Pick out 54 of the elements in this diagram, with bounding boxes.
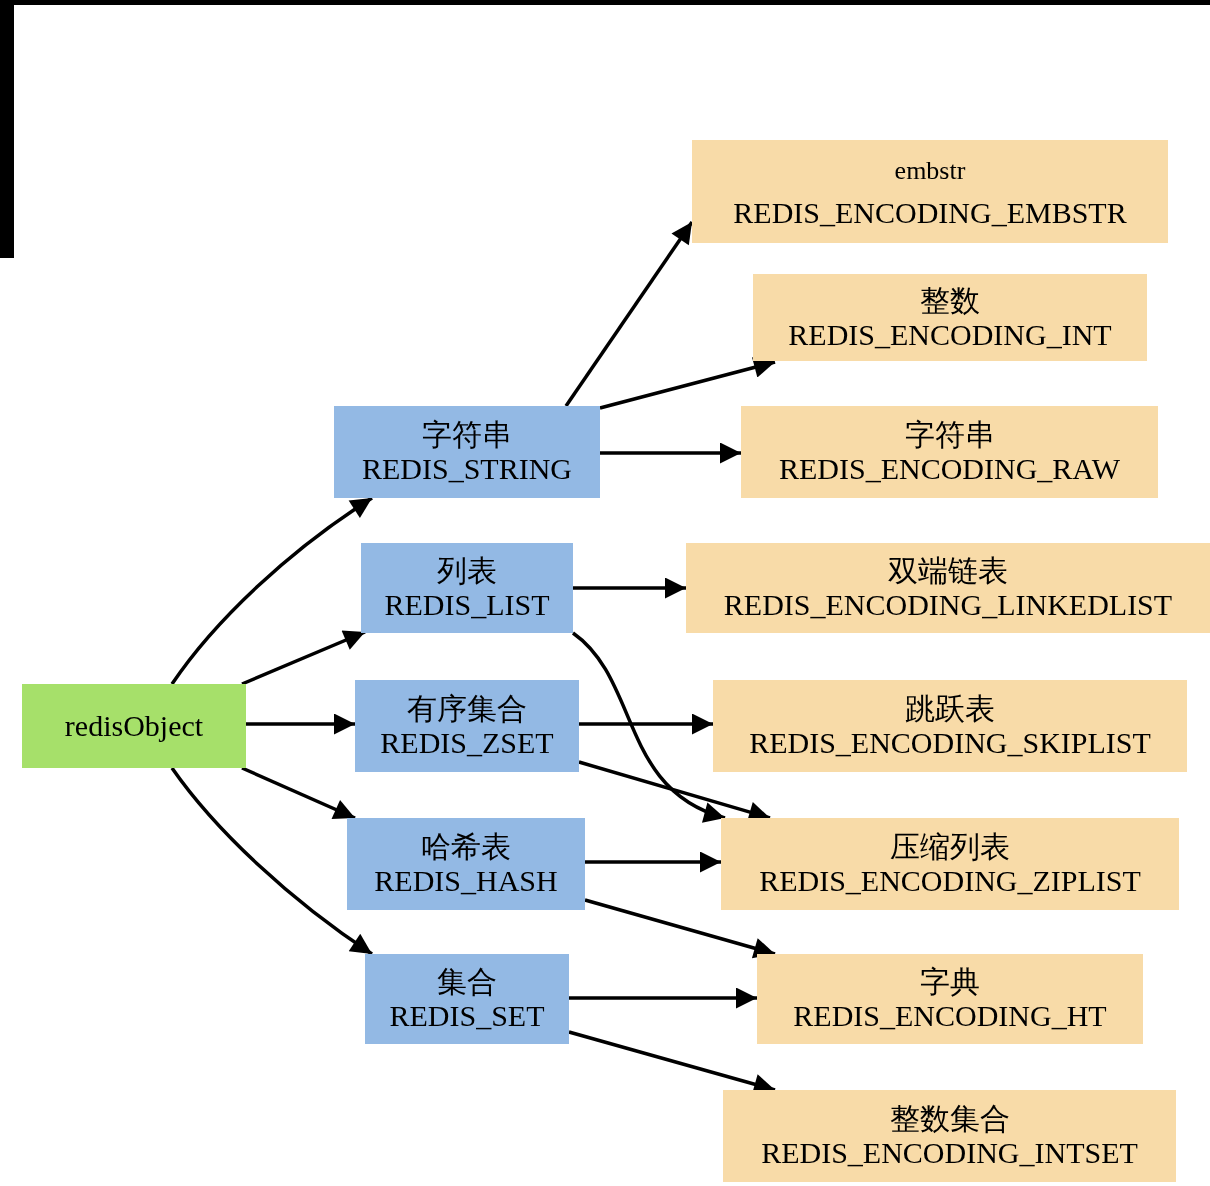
code-label: REDIS_STRING bbox=[362, 452, 572, 486]
arrow bbox=[584, 898, 776, 959]
encoding-box bbox=[753, 274, 1147, 361]
box-heading: 字符串 bbox=[904, 418, 995, 452]
type-box bbox=[355, 680, 579, 772]
arrow bbox=[600, 442, 741, 464]
box-heading: 字符串 bbox=[422, 418, 512, 452]
code-label: REDIS_HASH bbox=[374, 864, 558, 898]
encoding-box bbox=[723, 1090, 1176, 1182]
code-label: REDIS_ENCODING_SKIPLIST bbox=[749, 726, 1151, 760]
encoding-box bbox=[741, 406, 1158, 498]
type-box bbox=[361, 543, 573, 633]
arrow bbox=[569, 987, 757, 1009]
type-box bbox=[334, 406, 600, 498]
box-heading: 有序集合 bbox=[407, 692, 527, 726]
box-heading: 整数 bbox=[920, 283, 980, 318]
code-label: REDIS_ENCODING_RAW bbox=[779, 452, 1120, 486]
arrow bbox=[585, 851, 721, 873]
encoding-box bbox=[757, 954, 1143, 1044]
type-box bbox=[347, 818, 585, 910]
box-heading: 集合 bbox=[437, 965, 497, 999]
box-heading: embstr bbox=[894, 154, 966, 187]
arrow bbox=[573, 577, 686, 599]
encoding-box bbox=[721, 818, 1179, 910]
code-label: REDIS_LIST bbox=[384, 588, 550, 622]
code-label: redisObject bbox=[64, 709, 204, 743]
encoding-box bbox=[692, 140, 1168, 243]
arrow bbox=[571, 631, 726, 821]
box-heading: 字典 bbox=[920, 965, 980, 999]
code-label: REDIS_ENCODING_EMBSTR bbox=[733, 195, 1127, 230]
arrow bbox=[579, 713, 713, 735]
box-heading: 哈希表 bbox=[421, 830, 511, 864]
arrow bbox=[241, 766, 356, 820]
box-heading: 整数集合 bbox=[889, 1102, 1010, 1136]
code-label: REDIS_ENCODING_INTSET bbox=[761, 1136, 1138, 1170]
arrow bbox=[170, 766, 373, 956]
code-label: REDIS_ENCODING_INT bbox=[788, 317, 1112, 352]
arrow bbox=[170, 496, 373, 685]
arrow bbox=[564, 221, 694, 407]
code-label: REDIS_SET bbox=[389, 999, 545, 1033]
box-heading: 列表 bbox=[437, 554, 497, 588]
code-label: REDIS_ENCODING_ZIPLIST bbox=[759, 864, 1141, 898]
encoding-box bbox=[713, 680, 1187, 772]
box-heading: 跳跃表 bbox=[905, 692, 995, 726]
code-label: REDIS_ZSET bbox=[380, 726, 554, 760]
arrow bbox=[246, 713, 355, 735]
type-box bbox=[365, 954, 569, 1044]
box-heading: 双端链表 bbox=[888, 554, 1008, 588]
encoding-box bbox=[686, 543, 1210, 633]
object-box bbox=[22, 684, 246, 768]
code-label: REDIS_ENCODING_HT bbox=[793, 999, 1107, 1033]
arrow bbox=[241, 630, 366, 686]
box-heading: 压缩列表 bbox=[890, 830, 1010, 864]
code-label: REDIS_ENCODING_LINKEDLIST bbox=[723, 588, 1173, 622]
